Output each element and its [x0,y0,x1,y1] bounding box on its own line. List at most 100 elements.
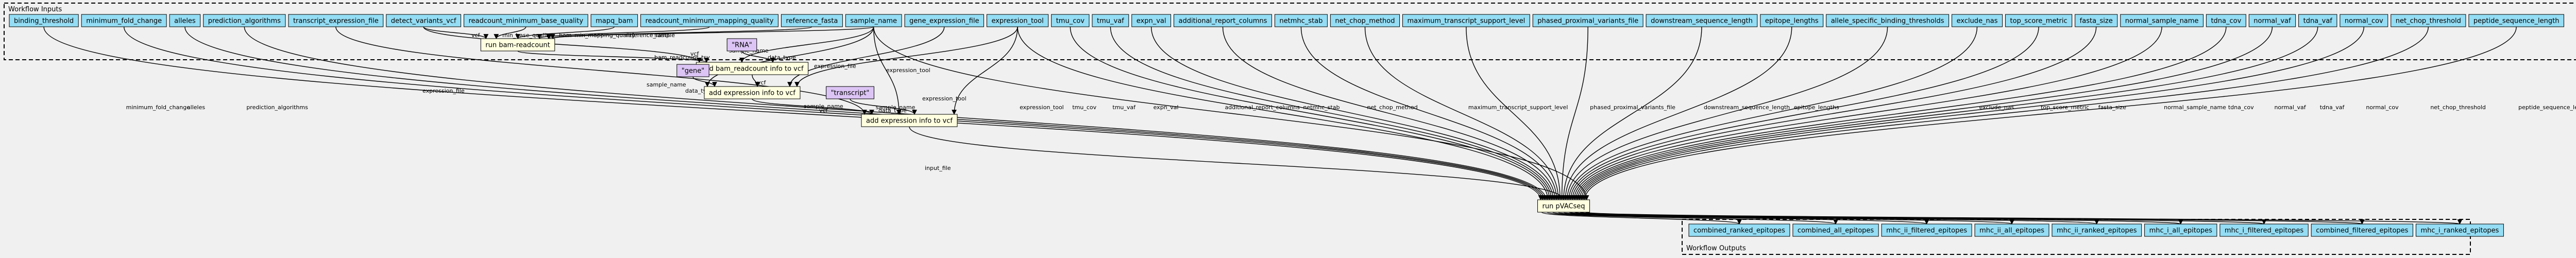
edge-tdna-vaf-to-pvacseq [1577,26,2318,200]
edge-label-alleles: alleles [187,104,205,111]
edge-label-fasta-size: fasta_size [2098,104,2126,111]
input-label: net_chop_threshold [2396,18,2461,25]
step-box [480,38,555,51]
constant-gene: "gene" [676,64,709,77]
edge-label-maximum-transcript-support-level: maximum_transcript_support_level [1468,104,1568,111]
edge-label-exclude-nas: exclude_nas [1979,104,2014,111]
input-label: transcript_expression_file [293,18,379,25]
edge-normal-cov-to-pvacseq [1579,26,2365,200]
output-label: combined_filtered_epitopes [2316,227,2408,235]
input-box [2248,14,2296,27]
edge-label-expression-file: expression_file [814,63,856,70]
edge-label-input-file: input_file [925,165,951,171]
edge-gene-expression-file-to-add-gene-expression [787,26,945,87]
output-combined-ranked-epitopes: combined_ranked_epitopes [1688,223,1790,237]
edge-prediction-algorithms-to-pvacseq [244,26,1549,200]
edge-label-tmu-vaf: tmu_vaf [1112,104,1136,111]
input-phased-proximal-variants-file: phased_proximal_variants_file [1532,14,1643,27]
edge-peptide-sequence-length-to-pvacseq [1582,26,2517,200]
step-box [861,114,958,127]
input-normal-sample-name: normal_sample_name [2120,14,2204,27]
edge-label-epitope-lengths: epitope_lengths [1794,104,1839,111]
edge-label-peptide-sequence-length: peptide_sequence_length [2518,104,2576,111]
output-label: mhc_i_filtered_epitopes [2225,227,2304,235]
input-box [2206,14,2246,27]
edge-expn-val-to-pvacseq [1150,26,1556,200]
input-gene-expression-file: gene_expression_file [904,14,984,27]
edge-label-normal-cov: normal_cov [2366,104,2399,111]
workflow-inputs-title: Workflow Inputs [8,6,62,13]
output-box [1974,223,2049,237]
edge-gene-to-add-gene-expression [692,76,717,87]
input-box [2005,14,2073,27]
input-transcript-expression-file: transcript_expression_file [288,14,384,27]
constant-box [676,64,709,77]
edge-rna-to-add-bam-readcount [741,50,775,63]
input-box [1092,14,1129,27]
input-top-score-metric: top_score_metric [2005,14,2073,27]
input-label: allele_specific_binding_thresholds [1831,18,1944,25]
edge-pvacseq-to-mhc-ii-ranked-epitopes [1563,212,2099,225]
input-box [2391,14,2466,27]
edge-netmhc-stab-to-pvacseq [1300,26,1560,200]
constant-box [726,38,757,51]
edge-top-score-metric-to-pvacseq [1568,26,2039,200]
edge-phased-proximal-variants-file-to-pvacseq [1559,26,1588,200]
workflow-inputs-cluster [4,3,2576,60]
input-box [1274,14,1328,27]
input-net-chop-method: net_chop_method [1330,14,1400,27]
edge-epitope-lengths-to-pvacseq [1563,26,1792,200]
edge-pvacseq-to-mhc-i-all-epitopes [1568,212,2183,225]
output-label: combined_all_epitopes [1798,227,1874,235]
edge-label-expression-tool: expression_tool [922,95,967,102]
edge-reference-fasta-to-bam-readcount [546,26,812,39]
output-label: mhc_ii_ranked_epitopes [2057,227,2137,235]
output-mhc-i-ranked-epitopes: mhc_i_ranked_epitopes [2415,223,2504,237]
edge-label-bam-readcount-tsv: bam_readcount_tsv [654,54,710,61]
output-label: mhc_ii_filtered_epitopes [1886,227,1967,235]
edge-fasta-size-to-pvacseq [1570,26,2097,200]
edge-pvacseq-to-mhc-i-ranked-epitopes [1585,212,2462,225]
output-box [2052,223,2142,237]
edge-normal-vaf-to-pvacseq [1575,26,2273,200]
input-maximum-transcript-support-level: maximum_transcript_support_level [1402,14,1530,27]
edge-label-expn-val: expn_val [1154,104,1179,111]
output-mhc-ii-all-epitopes: mhc_ii_all_epitopes [1974,223,2049,237]
edge-label-min-mapping-quality: min_mapping_quality [574,32,635,39]
edge-label-tdna-vaf: tdna_vaf [2320,104,2345,111]
edge-mapq-bam-to-bam-readcount [515,26,615,39]
input-additional-report-columns: additional_report_columns [1173,14,1272,27]
input-netmhc-stab: netmhc_stab [1274,14,1328,27]
edge-additional-report-columns-to-pvacseq [1222,26,1557,200]
step-add-transcript-expression: add expression info to vcf [861,114,958,127]
input-label: tdna_vaf [2303,18,2333,25]
input-label: tmu_vaf [1097,18,1124,25]
edge-sample-name-to-pvacseq [873,26,1589,200]
edge-label-minimum-fold-change: minimum_fold_change [126,104,191,111]
edge-label-downstream-sequence-length: downstream_sequence_length [1704,104,1790,111]
output-box [2311,223,2413,237]
input-label: detect_variants_vcf [391,18,456,25]
input-sample-name: sample_name [845,14,902,27]
input-box [904,14,984,27]
input-box [986,14,1049,27]
output-mhc-i-all-epitopes: mhc_i_all_epitopes [2144,223,2217,237]
input-readcount-minimum-mapping-quality: readcount_minimum_mapping_quality [640,14,778,27]
input-prediction-algorithms: prediction_algorithms [203,14,286,27]
edge-expression-tool-to-add-gene-expression [794,26,1018,87]
edge-label-expression-tool: expression_tool [1020,104,1064,111]
edge-sample-name-to-bam-readcount [550,26,874,39]
input-box [2120,14,2204,27]
edge-label-tmu-cov: tmu_cov [1072,104,1096,111]
input-binding-threshold: binding_threshold [9,14,79,27]
input-label: epitope_lengths [1765,18,1819,25]
input-tmu-vaf: tmu_vaf [1092,14,1129,27]
edge-pvacseq-to-combined-ranked-epitopes [1541,212,1742,225]
step-pvacseq: run pVACseq [1537,199,1590,213]
constant-rna: "RNA" [726,38,757,51]
output-label: combined_ranked_epitopes [1693,227,1785,235]
input-label: minimum_fold_change [86,18,162,25]
constant-transcript: "transcript" [826,86,874,99]
input-label: maximum_transcript_support_level [1408,18,1526,25]
